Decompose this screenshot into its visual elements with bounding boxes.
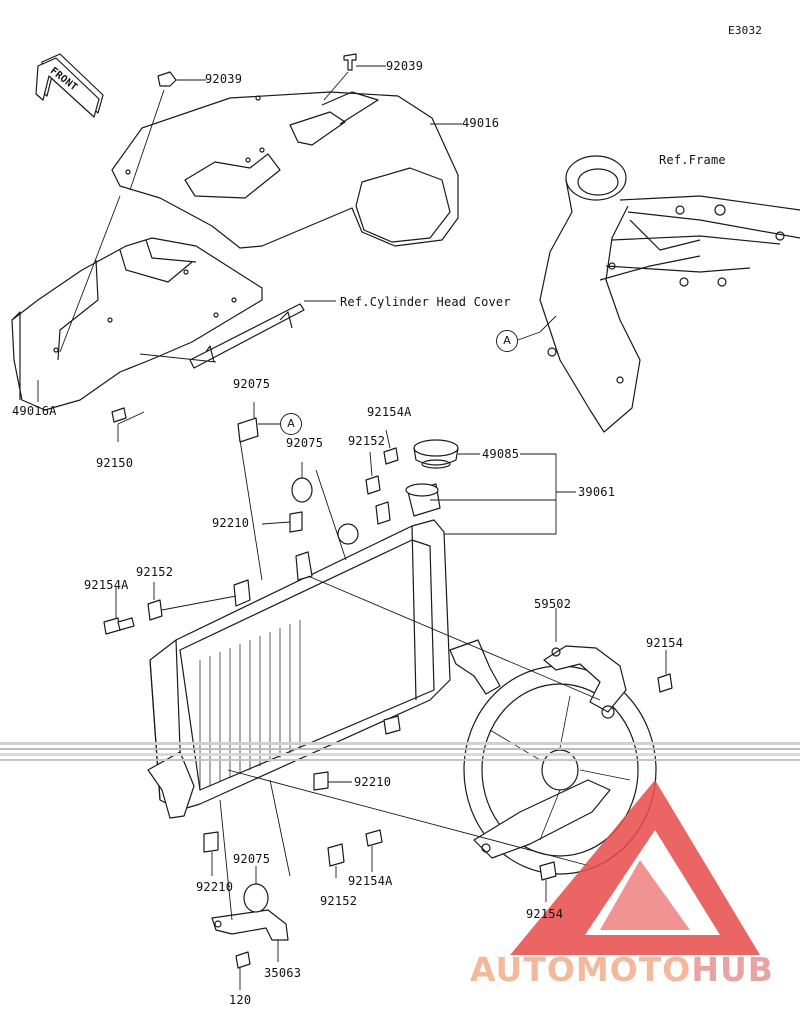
leader-lines [37,65,667,990]
part-120: 120 [229,993,252,1007]
bracket-35063 [211,909,289,941]
part-92075-mid: 92075 [286,436,324,450]
shroud-49016A [11,237,263,411]
watermark-text-part2: HUB [691,950,774,989]
callout-a-bottom: A [280,413,302,435]
part-92154A-left: 92154A [84,578,129,592]
part-35063: 35063 [264,966,302,980]
part-49085: 49085 [482,447,520,461]
part-92039-right: 92039 [386,59,424,73]
part-92154-right: 92154 [646,636,684,650]
watermark-text-part1: AUTOMOTO [470,950,692,989]
part-92075-bottom: 92075 [233,852,271,866]
part-92039-left: 92039 [205,72,243,86]
part-49016A: 49016A [12,404,57,418]
cylinder-head-cover-bracket [189,303,305,369]
automotohub-logo-icon [510,780,760,955]
scan-noise-band [0,742,800,761]
hardware-small-parts [103,53,673,969]
part-92210-bottom: 92210 [196,880,234,894]
part-49016: 49016 [462,116,500,130]
part-92154A-bottom: 92154A [348,874,393,888]
part-92154A-top: 92154A [367,405,412,419]
ref-cylinder-head-cover-label: Ref.Cylinder Head Cover [340,295,511,309]
part-92152-left: 92152 [136,565,174,579]
part-59502: 59502 [534,597,572,611]
fan-assembly-59502 [463,645,657,875]
front-arrow-icon [35,53,104,118]
part-92210-right: 92210 [354,775,392,789]
radiator-39061 [147,483,501,819]
part-92210-top: 92210 [212,516,250,530]
part-92154-bottom: 92154 [526,907,564,921]
shroud-49016 [111,91,459,249]
diagram-id: E3032 [728,24,763,37]
watermark-text: AUTOMOTOHUB [470,950,774,989]
part-92075-top: 92075 [233,377,271,391]
part-39061: 39061 [578,485,616,499]
part-92152-top: 92152 [348,434,386,448]
radiator-cap-49085 [413,439,459,469]
ref-frame-label: Ref.Frame [659,153,726,167]
part-92150: 92150 [96,456,134,470]
part-92152-bottom: 92152 [320,894,358,908]
frame-reference [539,155,800,433]
callout-a-top: A [496,330,518,352]
